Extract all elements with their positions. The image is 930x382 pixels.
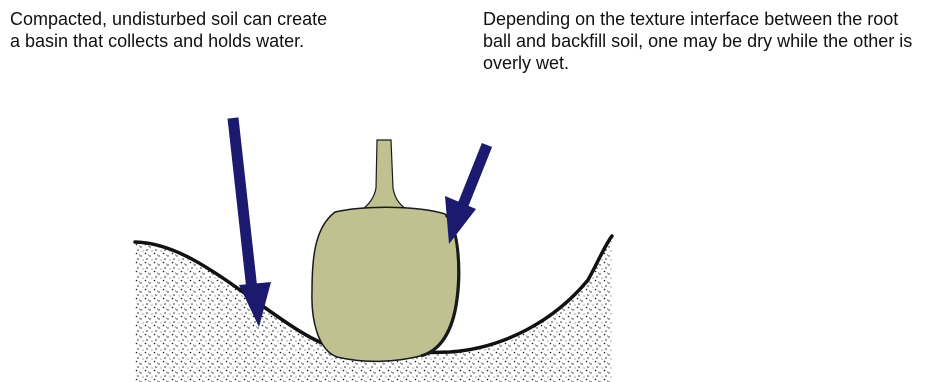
interface-arrow (445, 145, 487, 244)
root-ball (312, 207, 458, 361)
tree-trunk (358, 140, 412, 212)
